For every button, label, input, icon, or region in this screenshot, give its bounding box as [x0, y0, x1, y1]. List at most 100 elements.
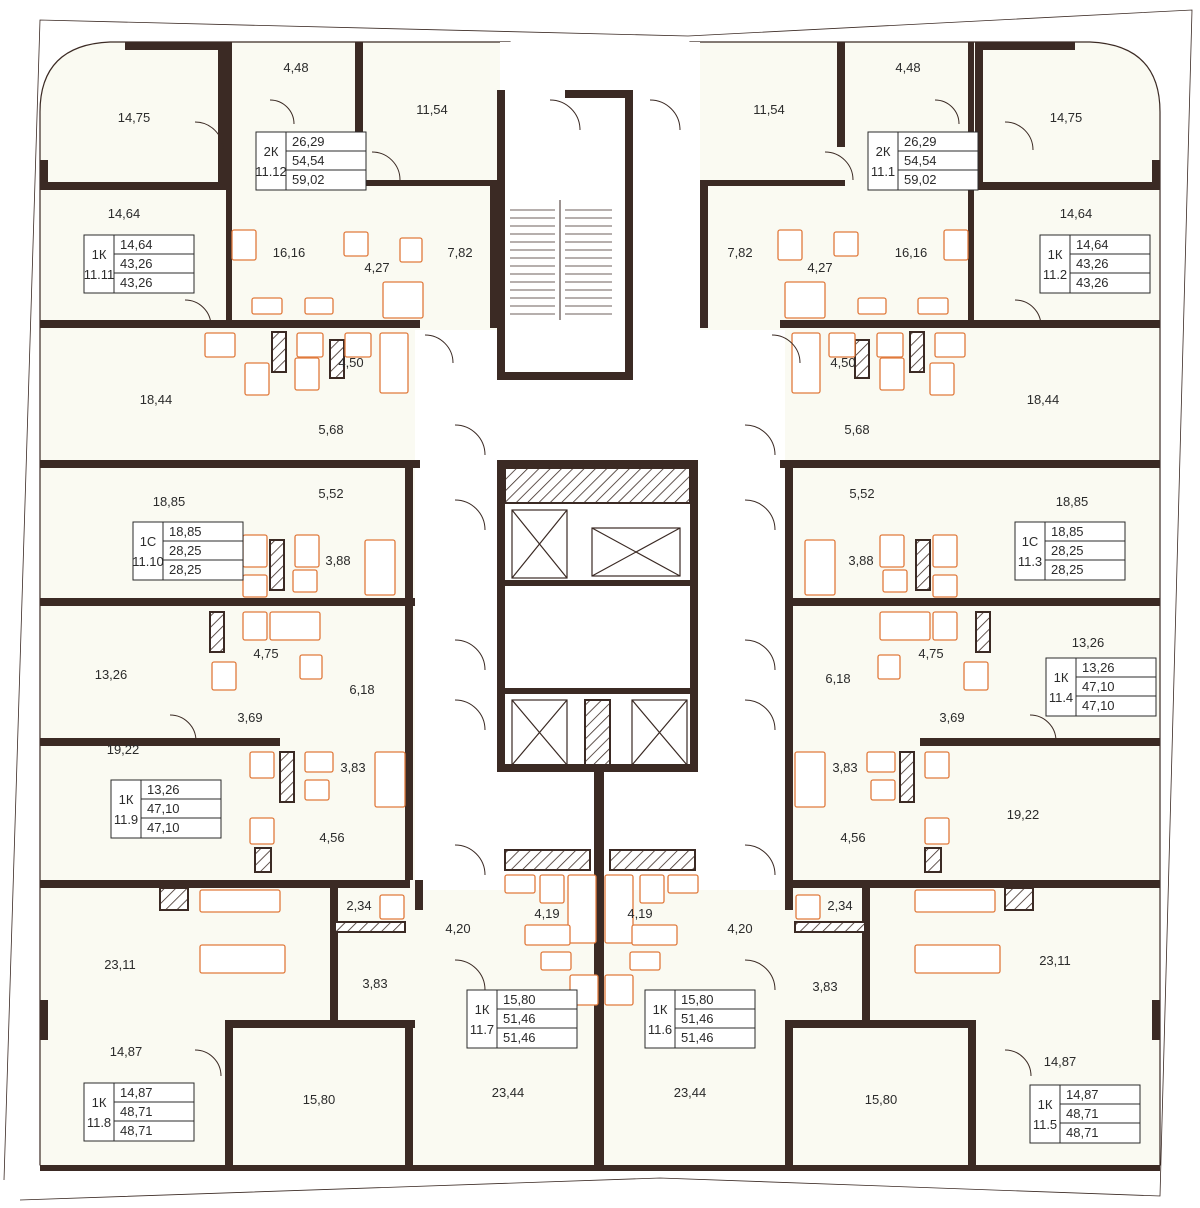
- wall: [40, 880, 410, 888]
- fixture: [914, 889, 996, 913]
- room-area-label: 11,54: [753, 102, 785, 117]
- fixture: [932, 534, 958, 568]
- fixture: [924, 817, 950, 845]
- apartment-area-value: 51,46: [503, 1030, 536, 1045]
- apartment-type: 1К: [1054, 670, 1069, 685]
- apartment-area-value: 15,80: [503, 992, 536, 1007]
- elevators: [511, 509, 688, 766]
- fixture: [932, 574, 958, 598]
- room-area-label: 14,75: [1050, 110, 1083, 125]
- room-area-label: 4,50: [830, 355, 855, 370]
- room-area-label: 3,69: [237, 710, 262, 725]
- fixture: [629, 951, 661, 971]
- wall: [700, 180, 708, 328]
- wall: [862, 880, 870, 1020]
- door-swing: [744, 959, 776, 991]
- apartment-area-value: 14,87: [1066, 1087, 1099, 1102]
- room-area-label: 4,56: [319, 830, 344, 845]
- apartment-type: 1К: [92, 247, 107, 262]
- shaft-hatch: [854, 339, 870, 379]
- wall: [705, 180, 845, 186]
- elevator-3: [511, 699, 568, 766]
- fixtures-group: [199, 229, 1001, 1006]
- room-area-label: 4,75: [253, 646, 278, 661]
- wall: [40, 598, 415, 606]
- shaft-hatch: [329, 339, 345, 379]
- shaft-hatch: [269, 539, 285, 591]
- apartment-area-value: 47,10: [147, 820, 180, 835]
- apartment-info-frame: [644, 989, 756, 1049]
- apartment-type: 1С: [140, 534, 157, 549]
- wall: [40, 460, 420, 468]
- room-area-label: 16,16: [895, 245, 928, 260]
- fixture: [879, 611, 931, 641]
- wall: [785, 740, 793, 880]
- door-swing: [269, 99, 295, 125]
- elevator-1: [511, 509, 568, 579]
- wall: [497, 580, 697, 586]
- apartment-area-value: 13,26: [147, 782, 180, 797]
- wall: [225, 1020, 415, 1028]
- apartment-type: 1К: [1038, 1097, 1053, 1112]
- wall: [415, 880, 423, 910]
- door-swing: [454, 639, 486, 671]
- room-area-label: 4,56: [840, 830, 865, 845]
- room-area-label: 14,64: [108, 206, 141, 221]
- shaft-hatch: [899, 751, 915, 803]
- apartment-info-frame: [83, 234, 195, 294]
- apartment-area-value: 14,64: [1076, 237, 1109, 252]
- shafts-group: [159, 331, 1034, 933]
- door-swing: [549, 99, 581, 131]
- apartment-number: 11.10: [132, 554, 164, 569]
- wall: [785, 460, 793, 600]
- door-swing: [454, 959, 486, 991]
- door-swing: [934, 99, 960, 125]
- apartment-area-value: 59,02: [904, 172, 937, 187]
- wall: [405, 1020, 413, 1165]
- fixture: [304, 297, 334, 315]
- fixture: [857, 297, 887, 315]
- door-swing: [744, 424, 776, 456]
- shaft-hatch: [209, 611, 225, 653]
- apartment-area-value: 47,10: [1082, 698, 1115, 713]
- fixture: [379, 894, 405, 920]
- room-area-label: 2,34: [346, 898, 371, 913]
- fixture: [374, 751, 406, 808]
- apartment-area-value: 26,29: [904, 134, 937, 149]
- apartment-area-value: 26,29: [292, 134, 325, 149]
- apartment-number: 11.5: [1033, 1117, 1057, 1132]
- wall: [785, 880, 793, 910]
- apartment-area-value: 18,85: [1051, 524, 1084, 539]
- room-area-label: 23,11: [104, 957, 136, 972]
- fixture: [943, 229, 969, 261]
- fixture: [299, 654, 323, 680]
- apartment-area-value: 43,26: [1076, 275, 1109, 290]
- room-labels: 14,75 4,48 11,54 11,54 4,48 14,75 14,64 …: [95, 60, 1105, 1107]
- apartment-area-value: 43,26: [120, 256, 153, 271]
- apartment-info-frame: [466, 989, 578, 1049]
- fixture: [294, 534, 320, 568]
- fixture: [604, 874, 634, 944]
- shaft-hatch: [279, 751, 295, 803]
- shaft-hatch: [254, 847, 272, 873]
- door-swing: [454, 424, 486, 456]
- door-swing: [454, 844, 486, 876]
- fixture: [784, 281, 826, 319]
- fixture: [199, 889, 281, 913]
- wall: [40, 160, 48, 190]
- fixture: [379, 332, 409, 394]
- apartment-type: 1К: [119, 792, 134, 807]
- fixture: [292, 569, 318, 593]
- apartment-area-value: 43,26: [1076, 256, 1109, 271]
- staircase: [510, 200, 612, 320]
- room-area-label: 4,48: [895, 60, 920, 75]
- wall: [690, 460, 698, 772]
- door-swing: [1004, 1049, 1032, 1077]
- shaft-hatch: [271, 331, 287, 373]
- elevator-2: [591, 527, 681, 577]
- apartment-area-value: 51,46: [681, 1030, 714, 1045]
- room-area-label: 5,52: [318, 486, 343, 501]
- fixture: [343, 231, 369, 257]
- room-area-label: 5,68: [844, 422, 869, 437]
- fixture: [879, 534, 905, 568]
